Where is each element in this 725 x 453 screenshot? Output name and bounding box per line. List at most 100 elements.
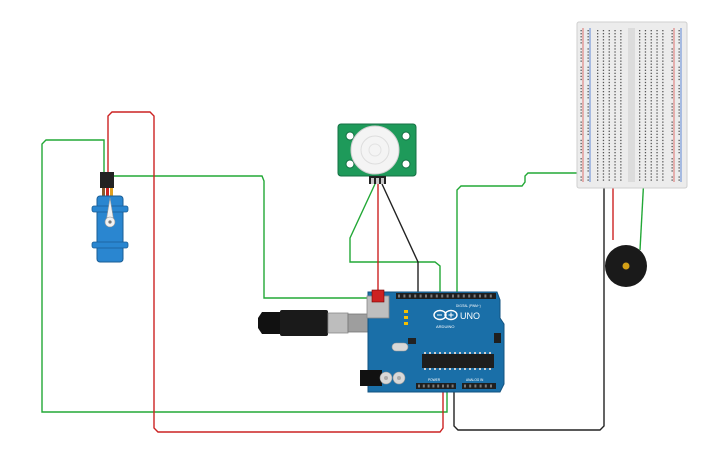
pin-hole (597, 75, 599, 78)
pin-hole (608, 63, 610, 65)
pin-hole (662, 136, 664, 139)
pin-hole (620, 91, 622, 93)
pin-hole (441, 294, 444, 298)
wire-servo-vcc[interactable] (107, 111, 444, 433)
pin-hole (580, 33, 582, 35)
pin-hole (662, 36, 664, 38)
pin-hole (678, 60, 680, 62)
pin-hole (644, 158, 647, 160)
pin-hole (614, 72, 616, 74)
pin-hole (602, 164, 605, 166)
pin-hole (644, 139, 647, 142)
pin-hole (614, 109, 616, 111)
pin-hole (614, 66, 616, 68)
pin-hole (608, 179, 610, 181)
pin-hole (644, 75, 647, 78)
wire-servo-gnd[interactable] (41, 139, 448, 413)
pin-hole (597, 136, 599, 139)
servo-motor[interactable] (91, 172, 129, 263)
pin-hole (602, 112, 605, 114)
pin-hole (639, 63, 641, 65)
pin-hole (644, 176, 647, 178)
pin-hole (671, 91, 673, 93)
pin-hole (602, 167, 605, 169)
power-header-label: POWER (428, 378, 441, 382)
pin-hole (479, 352, 481, 354)
pin-hole (639, 94, 641, 96)
pin-hole (620, 87, 622, 90)
pin-hole (469, 352, 471, 354)
pin-hole (620, 164, 622, 166)
pin-hole (678, 124, 680, 126)
wire-pir-out[interactable] (349, 183, 441, 296)
pin-hole (602, 69, 605, 71)
pin-hole (608, 66, 610, 68)
pin-hole (597, 39, 599, 41)
piezo-buzzer[interactable] (605, 245, 647, 287)
pin-hole (662, 33, 664, 35)
pin-hole (614, 75, 616, 78)
pin-hole (639, 130, 641, 132)
pin-hole (608, 45, 610, 47)
pin-hole (678, 106, 680, 108)
pin-hole (644, 167, 647, 169)
pin-hole (678, 127, 680, 129)
wire-buzzer-signal[interactable] (456, 172, 637, 296)
pin-hole (608, 115, 610, 117)
pin-hole (468, 294, 471, 298)
pin-hole (644, 170, 647, 172)
pin-hole (678, 39, 680, 41)
pin-hole (403, 294, 406, 298)
pin-hole (662, 39, 664, 41)
pin-hole (602, 66, 605, 68)
pin-hole (580, 51, 582, 53)
pir-sensor[interactable] (337, 123, 417, 184)
pin-hole (602, 170, 605, 172)
pin-hole (662, 60, 664, 62)
pin-hole (644, 124, 647, 126)
pin-hole (580, 87, 582, 90)
digital-header-pins (398, 294, 492, 298)
pin-hole (650, 103, 652, 105)
pin-hole (608, 136, 610, 139)
pin-hole (580, 176, 582, 178)
pin-hole (602, 75, 605, 78)
pin-hole (580, 30, 582, 32)
pin-hole (602, 103, 605, 105)
arduino-logo (433, 309, 458, 321)
pin-hole (644, 81, 647, 84)
pin-hole (644, 109, 647, 111)
pin-hole (671, 30, 673, 32)
pin-hole (644, 91, 647, 93)
arduino-uno[interactable]: UNO ARDUINO DIGITAL (PWM~) POWER ANALOG … (360, 289, 505, 393)
pin-hole (602, 161, 605, 163)
pin-hole (597, 118, 599, 120)
pin-hole (620, 145, 622, 148)
wire-pir-gnd[interactable] (381, 183, 419, 296)
pin-hole (587, 36, 589, 38)
pin-hole (620, 39, 622, 41)
pin-hole (580, 145, 582, 148)
pin-hole (602, 97, 605, 99)
pin-hole (639, 36, 641, 38)
pin-hole (597, 106, 599, 108)
pin-hole (656, 69, 658, 71)
pin-hole (587, 139, 589, 142)
wire-servo-signal[interactable] (112, 175, 385, 299)
pin-hole (602, 155, 605, 157)
pin-hole (671, 54, 673, 56)
pin-hole (644, 100, 647, 102)
pin-hole (656, 152, 658, 154)
pin-hole (614, 115, 616, 117)
pin-hole (671, 152, 673, 154)
pin-hole (639, 164, 641, 166)
pin-hole (656, 81, 658, 84)
pin-hole (459, 352, 461, 354)
pin-hole (656, 66, 658, 68)
wire-ground-return[interactable] (453, 178, 605, 431)
pin-hole (678, 112, 680, 114)
pin-hole (614, 173, 616, 175)
pin-hole (662, 148, 664, 151)
pin-hole (608, 139, 610, 142)
pin-hole (454, 352, 456, 354)
